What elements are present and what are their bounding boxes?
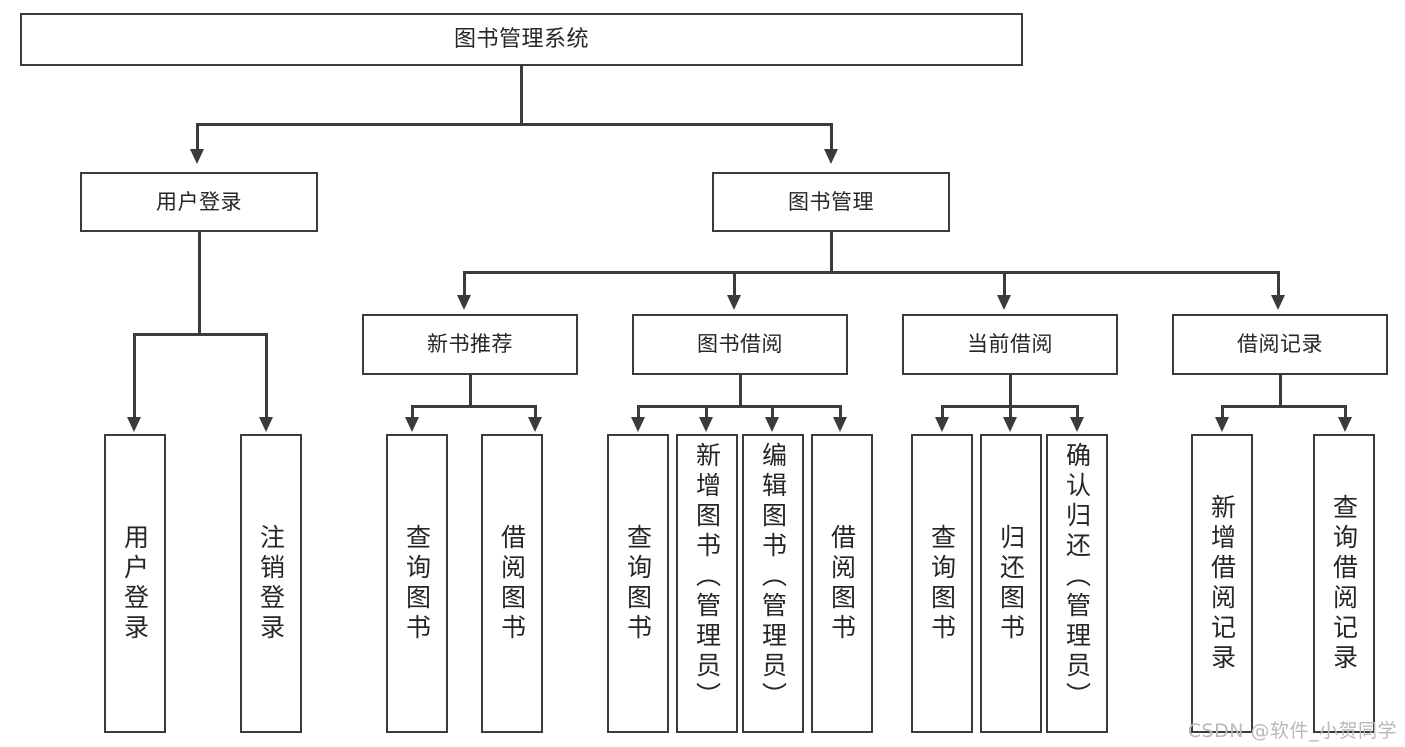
connector-level2-bus bbox=[463, 271, 1280, 274]
node-label: 查询图书 bbox=[623, 523, 653, 644]
connector-new-book-drop-1 bbox=[411, 405, 414, 419]
leaf-query-borrow-record[interactable]: 查询借阅记录 bbox=[1313, 434, 1375, 733]
connector-level2-drop-4 bbox=[1277, 271, 1280, 297]
connector-borrow-record-stem bbox=[1279, 375, 1282, 405]
connector-user-login-stem bbox=[198, 232, 201, 333]
connector-current-borrow-drop-1 bbox=[941, 405, 944, 419]
leaf-edit-book[interactable]: 编辑图书（管理员） bbox=[742, 434, 804, 733]
leaf-query-book-current[interactable]: 查询图书 bbox=[911, 434, 973, 733]
connector-user-login-bus bbox=[133, 333, 268, 336]
node-label: 注销登录 bbox=[256, 523, 286, 644]
leaf-add-borrow-record[interactable]: 新增借阅记录 bbox=[1191, 434, 1253, 733]
node-book-management[interactable]: 图书管理 bbox=[712, 172, 950, 232]
node-label: 查询图书 bbox=[927, 523, 957, 644]
connector-user-login-drop-2 bbox=[265, 333, 268, 419]
connector-user-login-drop-1 bbox=[133, 333, 136, 419]
node-label: 借阅图书 bbox=[827, 523, 857, 644]
node-label: 借阅记录 bbox=[1237, 332, 1323, 357]
connector-new-book-bus bbox=[411, 405, 537, 408]
connector-book-borrow-drop-4 bbox=[839, 405, 842, 419]
connector-book-borrow-stem bbox=[739, 375, 742, 405]
connector-borrow-record-drop-1 bbox=[1221, 405, 1224, 419]
node-user-login[interactable]: 用户登录 bbox=[80, 172, 318, 232]
arrow-to-new-book bbox=[457, 295, 471, 310]
arrow-to-user-login-leaf bbox=[127, 417, 141, 432]
node-label: 当前借阅 bbox=[967, 332, 1053, 357]
leaf-add-book[interactable]: 新增图书（管理员） bbox=[676, 434, 738, 733]
watermark-csdn: CSDN @软件_小贺同学 bbox=[1187, 720, 1397, 742]
connector-current-borrow-stem bbox=[1009, 375, 1012, 405]
connector-level2-drop-3 bbox=[1003, 271, 1006, 297]
arrow-to-confirm-return bbox=[1070, 417, 1084, 432]
arrow-to-add-record bbox=[1215, 417, 1229, 432]
arrow-to-query-book-2 bbox=[631, 417, 645, 432]
arrow-to-edit-book bbox=[765, 417, 779, 432]
connector-level1-bus bbox=[196, 123, 833, 126]
arrow-to-query-record bbox=[1338, 417, 1352, 432]
arrow-to-borrow-book-1 bbox=[528, 417, 542, 432]
node-label: 新书推荐 bbox=[427, 332, 513, 357]
node-label: 归还图书 bbox=[996, 523, 1026, 644]
arrow-to-query-book-3 bbox=[935, 417, 949, 432]
node-book-borrow[interactable]: 图书借阅 bbox=[632, 314, 848, 375]
arrow-to-query-book-1 bbox=[405, 417, 419, 432]
connector-new-book-drop-2 bbox=[534, 405, 537, 419]
node-label: 新增图书（管理员） bbox=[692, 442, 722, 712]
arrow-to-return-book bbox=[1003, 417, 1017, 432]
connector-level1-drop-left bbox=[196, 123, 199, 151]
arrow-to-borrow-book-2 bbox=[833, 417, 847, 432]
node-root-system[interactable]: 图书管理系统 bbox=[20, 13, 1023, 66]
node-label: 查询借阅记录 bbox=[1329, 493, 1359, 674]
leaf-confirm-return[interactable]: 确认归还（管理员） bbox=[1046, 434, 1108, 733]
node-label: 用户登录 bbox=[120, 523, 150, 644]
connector-book-manage-stem bbox=[830, 232, 833, 271]
node-new-book-recommend[interactable]: 新书推荐 bbox=[362, 314, 578, 375]
leaf-user-login[interactable]: 用户登录 bbox=[104, 434, 166, 733]
arrow-to-user-login bbox=[190, 149, 204, 164]
connector-book-borrow-bus bbox=[637, 405, 842, 408]
arrow-to-add-book bbox=[699, 417, 713, 432]
leaf-borrow-book-new[interactable]: 借阅图书 bbox=[481, 434, 543, 733]
leaf-query-book-borrow[interactable]: 查询图书 bbox=[607, 434, 669, 733]
arrow-to-book-borrow bbox=[727, 295, 741, 310]
connector-root-stem bbox=[520, 66, 523, 123]
node-label: 编辑图书（管理员） bbox=[758, 442, 788, 712]
connector-current-borrow-drop-2 bbox=[1009, 405, 1012, 419]
connector-book-borrow-drop-2 bbox=[705, 405, 708, 419]
arrow-to-borrow-record bbox=[1271, 295, 1285, 310]
connector-current-borrow-drop-3 bbox=[1076, 405, 1079, 419]
leaf-query-book-new[interactable]: 查询图书 bbox=[386, 434, 448, 733]
leaf-borrow-book[interactable]: 借阅图书 bbox=[811, 434, 873, 733]
node-label: 图书管理系统 bbox=[453, 26, 589, 52]
node-label: 图书借阅 bbox=[697, 332, 783, 357]
connector-level1-drop-right bbox=[830, 123, 833, 151]
connector-borrow-record-drop-2 bbox=[1344, 405, 1347, 419]
connector-new-book-stem bbox=[469, 375, 472, 405]
node-label: 用户登录 bbox=[156, 189, 242, 214]
node-label: 确认归还（管理员） bbox=[1062, 442, 1092, 712]
arrow-to-current-borrow bbox=[997, 295, 1011, 310]
node-borrow-record[interactable]: 借阅记录 bbox=[1172, 314, 1388, 375]
leaf-return-book[interactable]: 归还图书 bbox=[980, 434, 1042, 733]
arrow-to-logout-leaf bbox=[259, 417, 273, 432]
connector-borrow-record-bus bbox=[1221, 405, 1347, 408]
connector-book-borrow-drop-1 bbox=[637, 405, 640, 419]
connector-level2-drop-1 bbox=[463, 271, 466, 297]
node-label: 借阅图书 bbox=[497, 523, 527, 644]
connector-level2-drop-2 bbox=[733, 271, 736, 297]
node-label: 查询图书 bbox=[402, 523, 432, 644]
node-current-borrow[interactable]: 当前借阅 bbox=[902, 314, 1118, 375]
node-label: 新增借阅记录 bbox=[1207, 493, 1237, 674]
connector-book-borrow-drop-3 bbox=[771, 405, 774, 419]
arrow-to-book-manage bbox=[824, 149, 838, 164]
leaf-logout[interactable]: 注销登录 bbox=[240, 434, 302, 733]
node-label: 图书管理 bbox=[788, 189, 874, 214]
